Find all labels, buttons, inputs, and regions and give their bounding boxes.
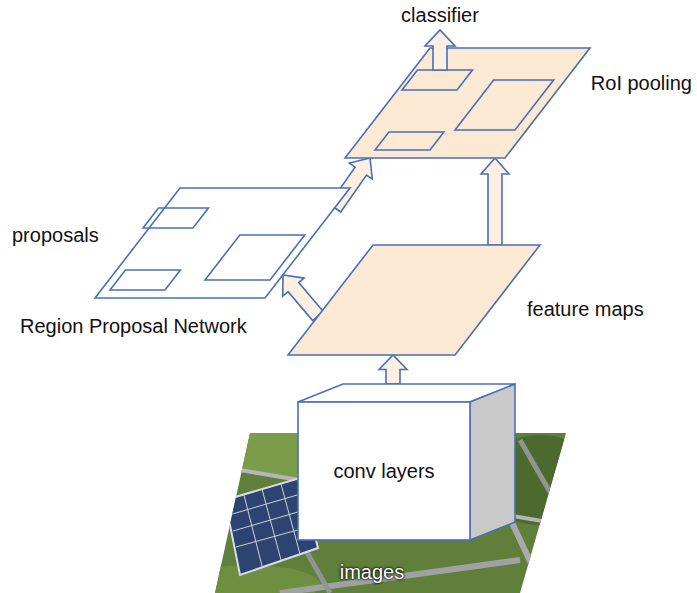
node-label: conv layers bbox=[333, 460, 434, 483]
node-shape: RoI pooling bbox=[345, 48, 590, 158]
box-front bbox=[298, 402, 470, 540]
node-outline bbox=[345, 48, 590, 158]
block-arrow bbox=[283, 275, 324, 321]
tower-beam bbox=[520, 440, 566, 520]
box-side bbox=[470, 384, 515, 540]
node-drawing bbox=[180, 426, 600, 593]
photo bbox=[180, 426, 600, 593]
panel-grid bbox=[233, 509, 308, 531]
block-arrow bbox=[379, 355, 407, 384]
node-outline bbox=[95, 188, 350, 298]
edge-label: Region Proposal Network bbox=[20, 315, 247, 338]
roi-region bbox=[402, 70, 472, 90]
node-drawing bbox=[95, 188, 350, 298]
node-drawing bbox=[288, 245, 540, 355]
proposal-box bbox=[110, 270, 180, 290]
node-label: images bbox=[340, 561, 404, 584]
node-label: RoI pooling bbox=[591, 72, 692, 95]
proposal-box bbox=[143, 208, 208, 228]
output-label: classifier bbox=[401, 4, 479, 27]
node-shape: conv layers bbox=[298, 384, 515, 540]
proposal-box bbox=[205, 235, 305, 280]
tower-beam bbox=[470, 433, 545, 593]
roi-region bbox=[375, 132, 444, 150]
roi-plane bbox=[345, 48, 590, 158]
block-arrow bbox=[481, 158, 509, 245]
grass-patch bbox=[210, 426, 390, 478]
node-label: feature maps bbox=[527, 298, 644, 321]
proposals-plane bbox=[95, 188, 350, 298]
node-drawing bbox=[298, 384, 515, 540]
node-shape: feature maps bbox=[288, 245, 540, 355]
roi-region bbox=[455, 80, 554, 130]
node-label: proposals bbox=[12, 224, 99, 247]
grass-patch bbox=[480, 435, 600, 525]
panel-grid bbox=[262, 489, 281, 560]
node-shape: proposals bbox=[95, 188, 350, 298]
classifier-arrow bbox=[425, 30, 455, 70]
node-drawing bbox=[345, 30, 590, 158]
solar-panel bbox=[225, 478, 318, 575]
feature-plane bbox=[288, 245, 540, 355]
panel-grid bbox=[236, 526, 312, 547]
panel-grid bbox=[229, 493, 304, 515]
node-outline bbox=[288, 245, 540, 355]
